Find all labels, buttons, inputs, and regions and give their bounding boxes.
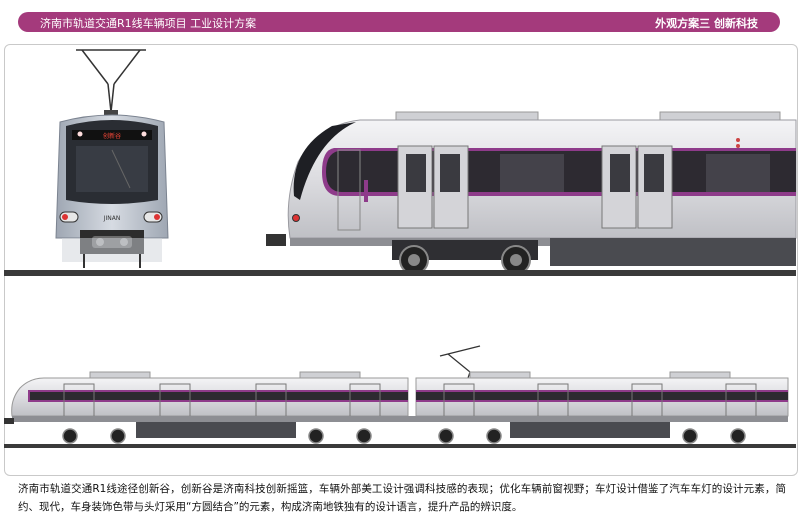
front-pantograph [76, 49, 146, 113]
scheme-title: 外观方案三 创新科技 [655, 17, 758, 30]
side-bogie [392, 240, 538, 275]
full-train-side-view [4, 345, 789, 444]
ground-line-top [4, 270, 796, 276]
ground-line-bottom [4, 444, 796, 448]
page-header: 济南市轨道交通R1线车辆项目 工业设计方案 外观方案三 创新科技 [18, 12, 780, 32]
front-plate: JINAN [103, 215, 121, 222]
destination-display: 创新谷 [103, 132, 121, 140]
front-view-train: 创新谷 JINAN [55, 49, 169, 268]
side-view-train [266, 111, 797, 275]
design-description: 济南市轨道交通R1线途径创新谷，创新谷是济南科技创新摇篮，车辆外部美工设计强调科… [18, 483, 786, 513]
project-title: 济南市轨道交通R1线车辆项目 工业设计方案 [40, 17, 257, 30]
